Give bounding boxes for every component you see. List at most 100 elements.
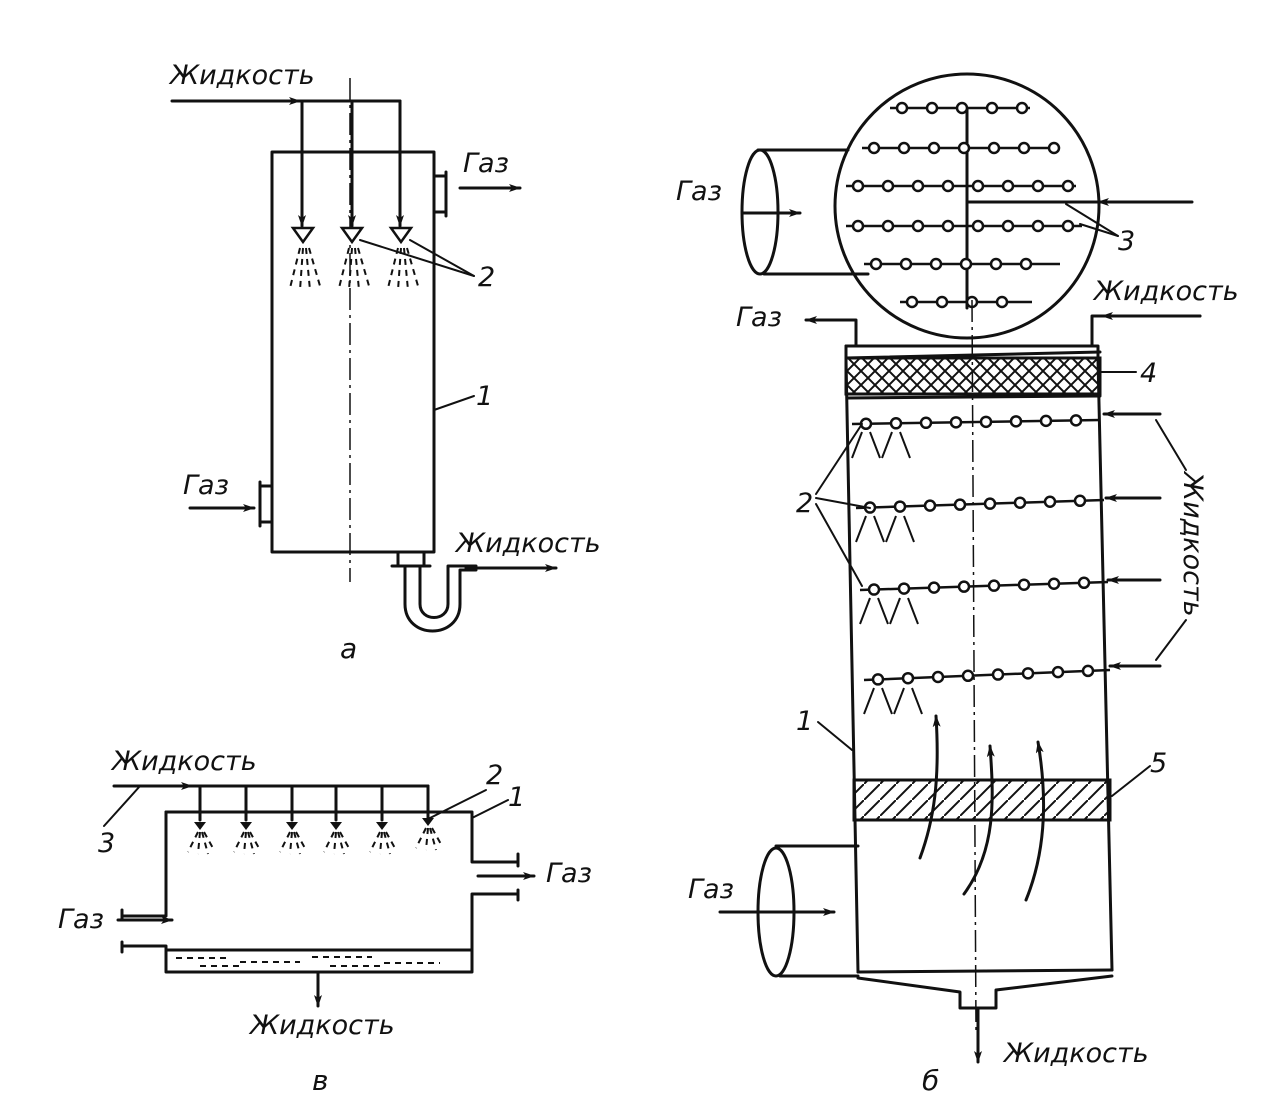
manifold-pipe (877, 597, 889, 625)
plan-view-manifolds (846, 101, 1082, 309)
label-nozzles-a: 2 (478, 262, 495, 293)
manifold-pipe (899, 431, 911, 459)
label-demister-b: 4 (1140, 358, 1157, 389)
nozzle-hole (955, 101, 969, 115)
label-liquid-out-a: Жидкость (454, 528, 601, 559)
manifold-pipe (885, 515, 897, 543)
caption-a: а (340, 632, 357, 665)
manifold-pipe (851, 418, 1101, 426)
nozzle-hole (961, 669, 975, 683)
nozzle-hole (901, 671, 915, 685)
nozzle-hole (1017, 578, 1031, 591)
label-gas-in-v: Газ (58, 904, 104, 935)
nozzle-hole (987, 141, 1001, 155)
nozzle-hole (889, 417, 903, 430)
nozzle-hole (1077, 576, 1091, 590)
label-packing-b: 5 (1150, 748, 1167, 779)
nozzle-hole (1031, 219, 1045, 233)
nozzle-hole (1019, 257, 1033, 271)
nozzle-hole (989, 257, 1003, 271)
manifold-pipe (873, 515, 885, 543)
caption-b: б (922, 1064, 939, 1097)
nozzle-hole (1061, 219, 1075, 233)
nozzle-hole (927, 141, 941, 155)
nozzle-hole (897, 582, 911, 595)
nozzle-hole (995, 295, 1009, 309)
label-gas-out-a: Газ (463, 148, 509, 179)
label-header-v: 3 (98, 828, 115, 859)
nozzle-hole (983, 497, 997, 510)
nozzle-hole (1047, 577, 1061, 590)
label-liquid-out-v: Жидкость (248, 1010, 395, 1041)
manifold-pipe (869, 431, 881, 459)
nozzle-hole (953, 498, 967, 511)
nozzle-hole (1081, 664, 1095, 678)
manifold-pipe (859, 597, 871, 625)
nozzle-hole (971, 219, 985, 233)
scheme-v (103, 782, 536, 1008)
nozzle-hole (987, 579, 1001, 592)
nozzle-hole (881, 219, 895, 233)
nozzle-hole (1047, 141, 1061, 155)
caption-v: в (312, 1064, 329, 1097)
label-gas-in-a: Газ (183, 470, 229, 501)
nozzle-hole (919, 416, 933, 430)
manifold-pipe (855, 515, 867, 543)
nozzle-hole (897, 141, 911, 155)
nozzle-hole (881, 179, 895, 193)
label-gas-in-b-top: Газ (676, 176, 722, 207)
manifold-pipe (851, 431, 863, 459)
column-manifolds (851, 414, 1111, 715)
nozzle-hole (1043, 495, 1057, 508)
nozzle-hole (991, 668, 1005, 681)
manifold-pipe (859, 580, 1109, 592)
nozzle-hole (957, 580, 971, 593)
manifold-pipe (863, 687, 875, 715)
label-manifold-plan-b: 3 (1118, 226, 1135, 257)
label-shell-b: 1 (796, 706, 813, 737)
manifold-pipe (855, 498, 1105, 510)
nozzle-hole (1069, 414, 1083, 427)
nozzle-hole (979, 415, 993, 429)
nozzle-hole (905, 295, 919, 309)
nozzle-hole (871, 673, 885, 686)
nozzle-hole (931, 670, 945, 684)
nozzle-hole (1013, 496, 1027, 509)
scheme-a (170, 78, 558, 633)
nozzle-hole (1021, 667, 1035, 680)
label-gas-out-v: Газ (546, 858, 592, 889)
manifold-pipe (863, 668, 1111, 682)
nozzle-hole (1061, 179, 1075, 193)
nozzle-hole (867, 141, 881, 155)
label-liquid-side-b: Жидкость (1177, 470, 1208, 617)
nozzle-hole (1051, 665, 1065, 679)
nozzle-hole (941, 219, 955, 233)
manifold-pipe (881, 431, 893, 459)
nozzle-hole (867, 583, 881, 596)
label-gas-out-b: Газ (736, 302, 782, 333)
nozzle-hole (1073, 494, 1087, 508)
nozzle-hole (869, 257, 883, 271)
nozzle-hole (851, 179, 865, 193)
nozzle-hole (899, 257, 913, 271)
label-liquid-in-a: Жидкость (168, 60, 315, 91)
nozzle-hole (851, 219, 865, 233)
nozzle-hole (895, 101, 909, 115)
label-liquid-in-v: Жидкость (110, 746, 257, 777)
nozzle-hole (1009, 415, 1023, 428)
label-liquid-out-b: Жидкость (1002, 1038, 1149, 1069)
nozzle-hole (929, 257, 943, 271)
nozzle-hole (935, 295, 949, 309)
label-chamber-v: 1 (508, 782, 525, 813)
label-liquid-in-b-top: Жидкость (1092, 276, 1239, 307)
manifold-pipe (881, 687, 893, 715)
manifold-pipe (903, 515, 915, 543)
label-manifolds-b: 2 (796, 488, 813, 519)
nozzle-hole (1017, 141, 1031, 155)
nozzle-hole (1001, 219, 1015, 233)
nozzle-hole (1015, 101, 1029, 115)
label-nozzle-v: 2 (486, 760, 503, 791)
nozzle-hole (925, 101, 939, 115)
nozzle-hole (923, 499, 937, 512)
